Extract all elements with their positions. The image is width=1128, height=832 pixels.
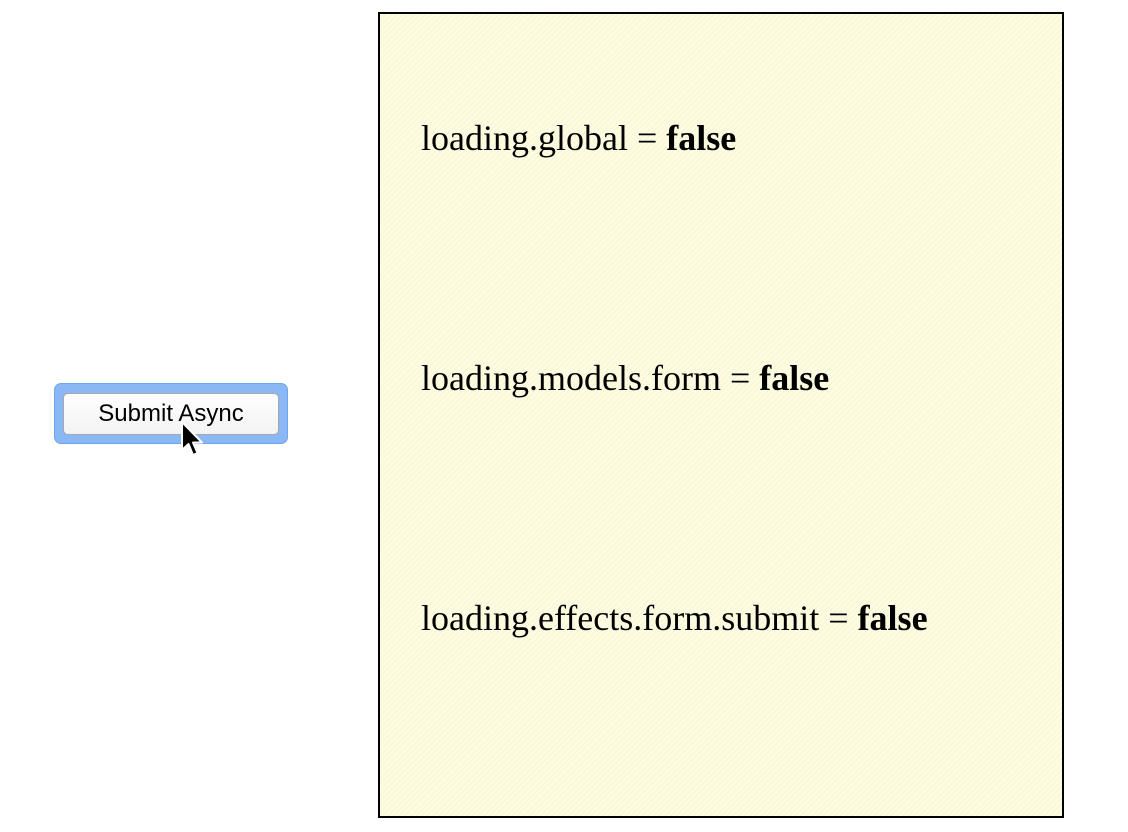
loading-global-value: false [666,118,737,158]
loading-models-form-label: loading.models.form [421,358,721,398]
loading-effects-form-submit-label: loading.effects.form.submit [421,598,820,638]
loading-effects-form-submit-value: false [857,598,928,638]
loading-effects-form-submit-line: loading.effects.form.submit = false [421,596,928,640]
loading-global-line: loading.global = false [421,116,736,160]
loading-global-label: loading.global [421,118,628,158]
loading-state-panel: loading.global = false loading.models.fo… [378,12,1064,818]
equals-sign: = [636,118,658,158]
submit-button-focus-ring: Submit Async [54,383,288,444]
loading-models-form-value: false [759,358,830,398]
equals-sign: = [828,598,849,638]
loading-models-form-line: loading.models.form = false [421,356,829,400]
submit-async-button[interactable]: Submit Async [63,392,279,435]
equals-sign: = [729,358,751,398]
